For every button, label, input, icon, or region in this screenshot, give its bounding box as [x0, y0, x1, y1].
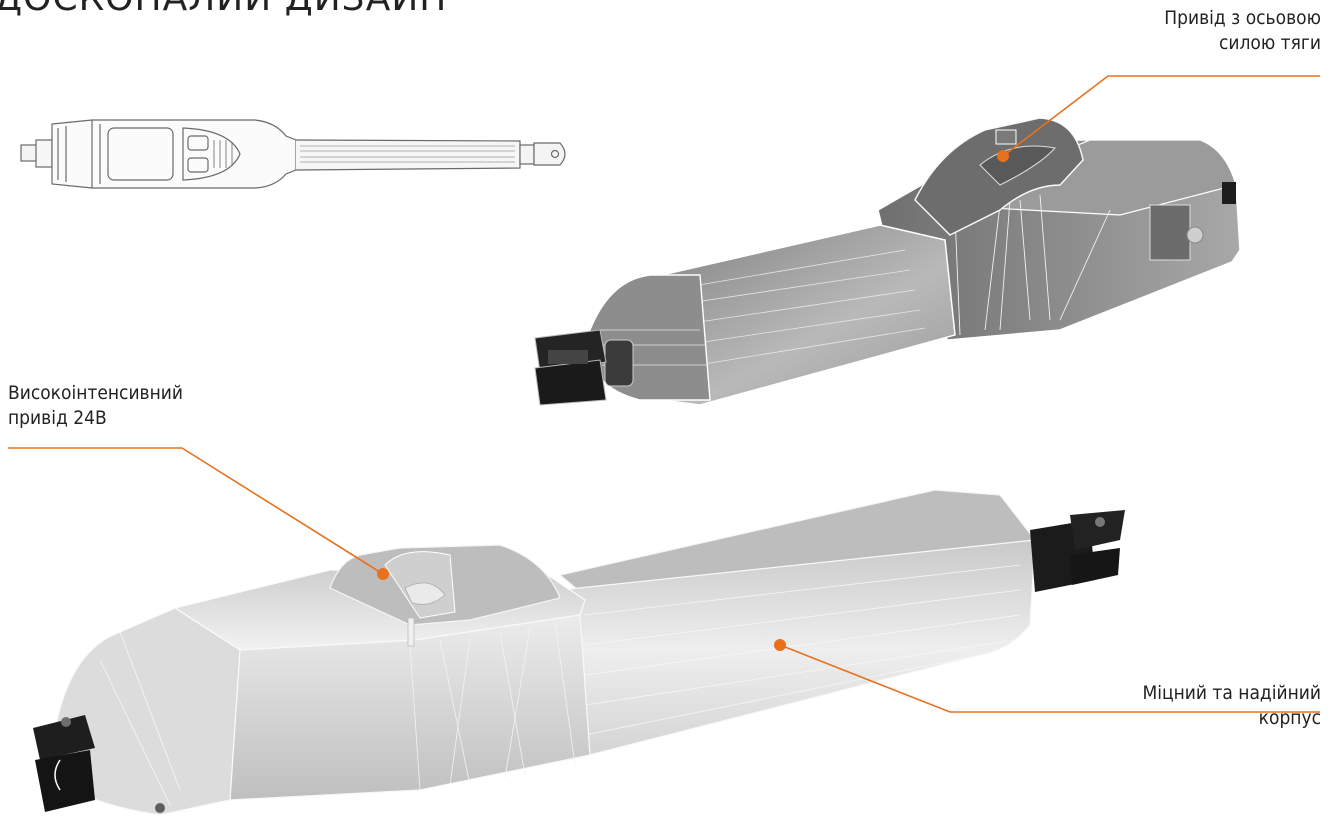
actuator-solid [33, 489, 1125, 816]
actuator-transparent [534, 117, 1241, 406]
leader-drive [8, 447, 384, 575]
page-heading: ДОСКОНАЛИЙ ДИЗАЙН [0, 0, 447, 19]
callout-label-axial: Привід з осьовою силою тяги [1164, 7, 1321, 54]
callout-leaders [8, 75, 1320, 713]
marker-axial [997, 150, 1009, 162]
marker-body [774, 639, 786, 651]
marker-drive [377, 568, 389, 580]
leader-body [779, 644, 1320, 713]
callout-markers [377, 150, 1009, 651]
wireframe-top-view [20, 119, 566, 189]
callout-label-drive: Високоінтенсивний привід 24В [8, 382, 184, 429]
leader-axial [1002, 75, 1320, 157]
